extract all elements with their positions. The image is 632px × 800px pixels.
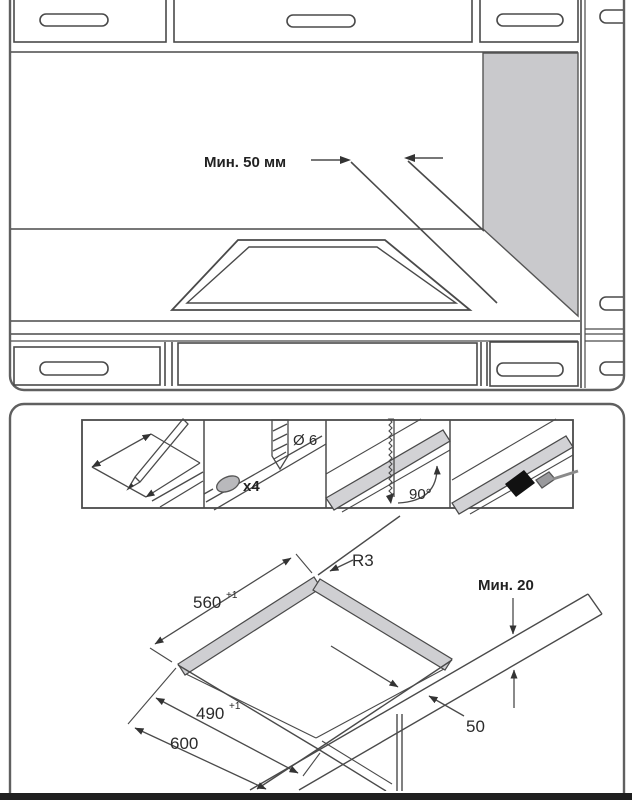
drill-diameter-label: Ø 6 <box>293 432 317 449</box>
cutout-wall-left <box>177 576 322 676</box>
cutout-panel <box>8 402 626 800</box>
tall-cabinet-column <box>580 0 623 388</box>
cutout-drawing <box>127 515 603 791</box>
drawer-right <box>489 341 579 387</box>
cut-angle-label: 90° <box>409 486 432 503</box>
clearance-annotation <box>311 154 498 304</box>
cutout-width-tolerance: +1 <box>226 590 238 601</box>
wall-edge-strip <box>249 593 603 791</box>
power-cable-icon <box>396 714 403 791</box>
door-handle-icon <box>599 296 623 311</box>
step-apply-seal <box>451 418 579 515</box>
drill-bit-icon <box>271 419 289 471</box>
cutout-width-label: 560 <box>193 593 221 612</box>
seal-block-icon <box>505 470 535 497</box>
counter-depth-label: 600 <box>170 734 198 753</box>
door-handle-icon <box>599 361 623 376</box>
door-handle-icon <box>286 14 356 28</box>
counter-dim-line <box>134 727 267 790</box>
step-jigsaw-cut <box>325 418 451 513</box>
min-gap-label: Мин. 50 мм <box>204 154 286 171</box>
cutout-depth-tolerance: +1 <box>229 701 241 712</box>
door-handle-icon <box>496 362 564 377</box>
arrow-left-icon <box>404 154 415 162</box>
holes-count-label: x4 <box>243 478 260 495</box>
leader-line <box>350 161 498 304</box>
bottom-panel-border <box>8 402 626 800</box>
door-handle-icon <box>39 13 109 27</box>
installation-steps-strip <box>81 418 579 515</box>
corner-radius-label: R3 <box>352 551 374 570</box>
drawer-left <box>13 346 161 386</box>
upper-door-middle <box>173 0 473 43</box>
cutout-wall-right <box>312 578 453 671</box>
pencil-icon <box>126 418 189 491</box>
upper-door-right <box>479 0 579 43</box>
radius-leader <box>329 559 354 572</box>
angle-arc <box>397 465 441 504</box>
cutout-depth-label: 490 <box>196 704 224 723</box>
step-mark-cutout <box>91 418 204 508</box>
upper-door-left <box>13 0 167 43</box>
kitchen-scene-panel <box>8 0 626 392</box>
jigsaw-blade-icon <box>386 418 395 504</box>
upper-cabinets <box>11 0 579 53</box>
top-panel-border <box>8 0 626 392</box>
cooktop-icon <box>169 239 473 311</box>
door-handle-icon <box>496 13 564 27</box>
side-gap-label: 50 <box>466 717 485 736</box>
rear-gap-label: Мин. 20 <box>478 577 534 594</box>
dimension-lines <box>134 553 518 790</box>
width-dim-line <box>154 557 292 645</box>
door-handle-icon <box>599 9 623 24</box>
cabinet-side-wall <box>482 52 579 318</box>
page-cut-edge <box>0 793 632 800</box>
base-cabinets <box>11 340 579 387</box>
leader-line <box>407 160 485 232</box>
drill-hole-icon <box>216 475 240 493</box>
door-handle-icon <box>39 361 109 376</box>
side-gap-leader <box>428 695 465 717</box>
inner-direction-arrow <box>330 645 399 688</box>
drawer-middle <box>177 342 478 386</box>
arrow-right-icon <box>340 156 351 164</box>
step-drill-holes <box>203 419 327 511</box>
